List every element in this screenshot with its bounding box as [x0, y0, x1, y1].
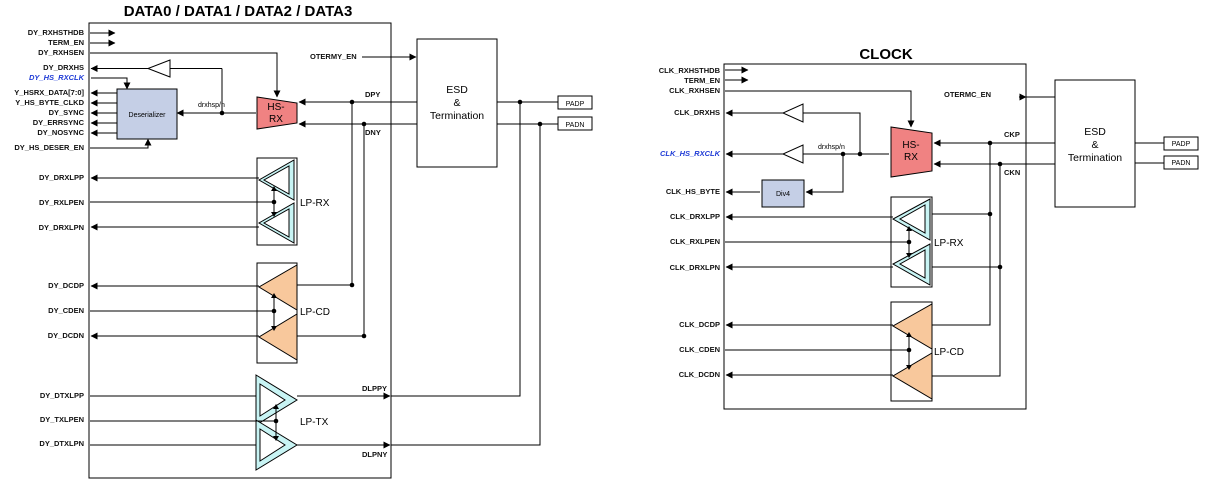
- clock-drxhsp-label: drxhsp/n: [818, 144, 845, 151]
- clock-label-hs-rxclk: CLK_HS_RXCLK: [660, 149, 721, 158]
- clock-lp-rx-label: LP-RX: [934, 238, 964, 249]
- data-label-dtxlpp: DY_DTXLPP: [40, 391, 84, 400]
- data-hs-rx-label-2: RX: [269, 114, 283, 125]
- data-label-dtxlpn: DY_DTXLPN: [39, 439, 84, 448]
- clock-panel-frame: [723, 63, 1027, 410]
- clock-panel: CLOCK CLK_RXHSTHDB TERM_EN CLK_RXHSEN CL…: [659, 46, 1199, 410]
- clock-control-wires: [725, 66, 915, 196]
- data-lp-rx-label: LP-RX: [300, 198, 330, 209]
- data-label-dcdp: DY_DCDP: [48, 281, 84, 290]
- clock-label-drxlpn: CLK_DRXLPN: [670, 263, 720, 272]
- data-padn-label: PADN: [566, 122, 585, 129]
- clock-label-dcdn: CLK_DCDN: [679, 370, 720, 379]
- clock-ckn-label: CKN: [1004, 168, 1020, 177]
- clock-label-drxhs: CLK_DRXHS: [674, 108, 720, 117]
- data-label-dcdn: DY_DCDN: [48, 331, 84, 340]
- data-otermy-en-label: OTERMY_EN: [310, 52, 357, 61]
- clock-esd-block: [1054, 79, 1136, 208]
- clock-div4-label: Div4: [776, 191, 790, 198]
- clock-lp-cd-block: [890, 301, 933, 402]
- clock-esd-label-3: Termination: [1068, 152, 1122, 164]
- data-lp-tx-block: [255, 374, 298, 471]
- data-esd-label-2: &: [453, 97, 460, 109]
- clock-padn-label: PADN: [1172, 160, 1191, 167]
- clock-label-rxlpen: CLK_RXLPEN: [670, 237, 720, 246]
- data-label-nosync: DY_NOSYNC: [37, 128, 84, 137]
- clock-div4-block: [761, 179, 805, 208]
- clock-hs-rx-block: [890, 126, 933, 178]
- clock-label-dcdp: CLK_DCDP: [679, 320, 720, 329]
- clock-label-rxhsthdb: CLK_RXHSTHDB: [659, 66, 721, 75]
- data-padn-box: [557, 116, 593, 131]
- data-panel-title: DATA0 / DATA1 / DATA2 / DATA3: [124, 3, 353, 20]
- data-label-txlpen: DY_TXLPEN: [40, 415, 84, 424]
- clock-hs-rx-label-2: RX: [904, 152, 918, 163]
- clock-padp-box: [1163, 136, 1199, 151]
- data-lp-tx-label: LP-TX: [300, 417, 329, 428]
- clock-label-cden: CLK_CDEN: [679, 345, 720, 354]
- clock-label-term-en: TERM_EN: [684, 76, 720, 85]
- data-esd-label-3: Termination: [430, 110, 484, 122]
- clock-label-drxlpp: CLK_DRXLPP: [670, 212, 720, 221]
- data-dny-label: DNY: [365, 128, 381, 137]
- data-esd-label-1: ESD: [446, 84, 468, 96]
- clock-lp-rx-block: [890, 196, 933, 288]
- clock-panel-title: CLOCK: [859, 46, 912, 63]
- data-label-hs-rxclk: DY_HS_RXCLK: [29, 73, 85, 82]
- clock-hs-rx-label-1: HS-: [902, 140, 919, 151]
- data-label-hs-byte-clk: Y_HS_BYTE_CLKD: [15, 98, 84, 107]
- data-label-cden: DY_CDEN: [48, 306, 84, 315]
- data-esd-block: [416, 38, 498, 168]
- clock-esd-label-2: &: [1091, 139, 1098, 151]
- data-padp-box: [557, 95, 593, 110]
- data-label-rxhsen: DY_RXHSEN: [38, 48, 84, 57]
- clock-padn-box: [1163, 155, 1199, 170]
- clock-padp-label: PADP: [1172, 141, 1191, 148]
- clock-label-rxhsen: CLK_RXHSEN: [669, 86, 720, 95]
- data-deserializer-label: Deserializer: [129, 112, 167, 119]
- data-panel: DATA0 / DATA1 / DATA2 / DATA3 DY_RXHSTHD…: [14, 3, 593, 479]
- clock-otermc-en-label: OTERMC_EN: [944, 90, 991, 99]
- data-input-labels: DY_RXHSTHDB TERM_EN DY_RXHSEN DY_DRXHS D…: [14, 28, 84, 448]
- data-label-rxhsthdb: DY_RXHSTHDB: [28, 28, 85, 37]
- data-hs-rx-label-1: HS-: [267, 102, 284, 113]
- data-label-term-en: TERM_EN: [48, 38, 84, 47]
- data-lp-cd-block: [256, 262, 298, 364]
- clock-input-labels: CLK_RXHSTHDB TERM_EN CLK_RXHSEN CLK_DRXH…: [659, 66, 721, 379]
- data-lp-rx-block: [256, 157, 298, 246]
- data-lp-cd-label: LP-CD: [300, 307, 330, 318]
- data-label-hsrx-data: Y_HSRX_DATA[7:0]: [14, 88, 84, 97]
- data-label-drxlpp: DY_DRXLPP: [39, 173, 84, 182]
- data-dlpny-label: DLPNY: [362, 450, 387, 459]
- data-drxhsp-label: drxhsp/n: [198, 102, 225, 109]
- data-label-rxlpen: DY_RXLPEN: [39, 198, 84, 207]
- data-label-drxhs: DY_DRXHS: [43, 63, 84, 72]
- data-control-wires: [90, 29, 281, 149]
- data-dpy-label: DPY: [365, 90, 380, 99]
- clock-lp-cd-label: LP-CD: [934, 347, 964, 358]
- data-label-sync: DY_SYNC: [49, 108, 85, 117]
- data-padp-label: PADP: [566, 101, 585, 108]
- data-label-errsync: DY_ERRSYNC: [33, 118, 85, 127]
- data-label-hs-deser-en: DY_HS_DESER_EN: [14, 143, 84, 152]
- clock-label-hs-byte: CLK_HS_BYTE: [666, 187, 720, 196]
- data-hs-rx-block: [256, 96, 298, 130]
- clock-esd-label-1: ESD: [1084, 126, 1106, 138]
- clock-ckp-label: CKP: [1004, 130, 1020, 139]
- data-label-drxlpn: DY_DRXLPN: [39, 223, 84, 232]
- data-dlppy-label: DLPPY: [362, 384, 387, 393]
